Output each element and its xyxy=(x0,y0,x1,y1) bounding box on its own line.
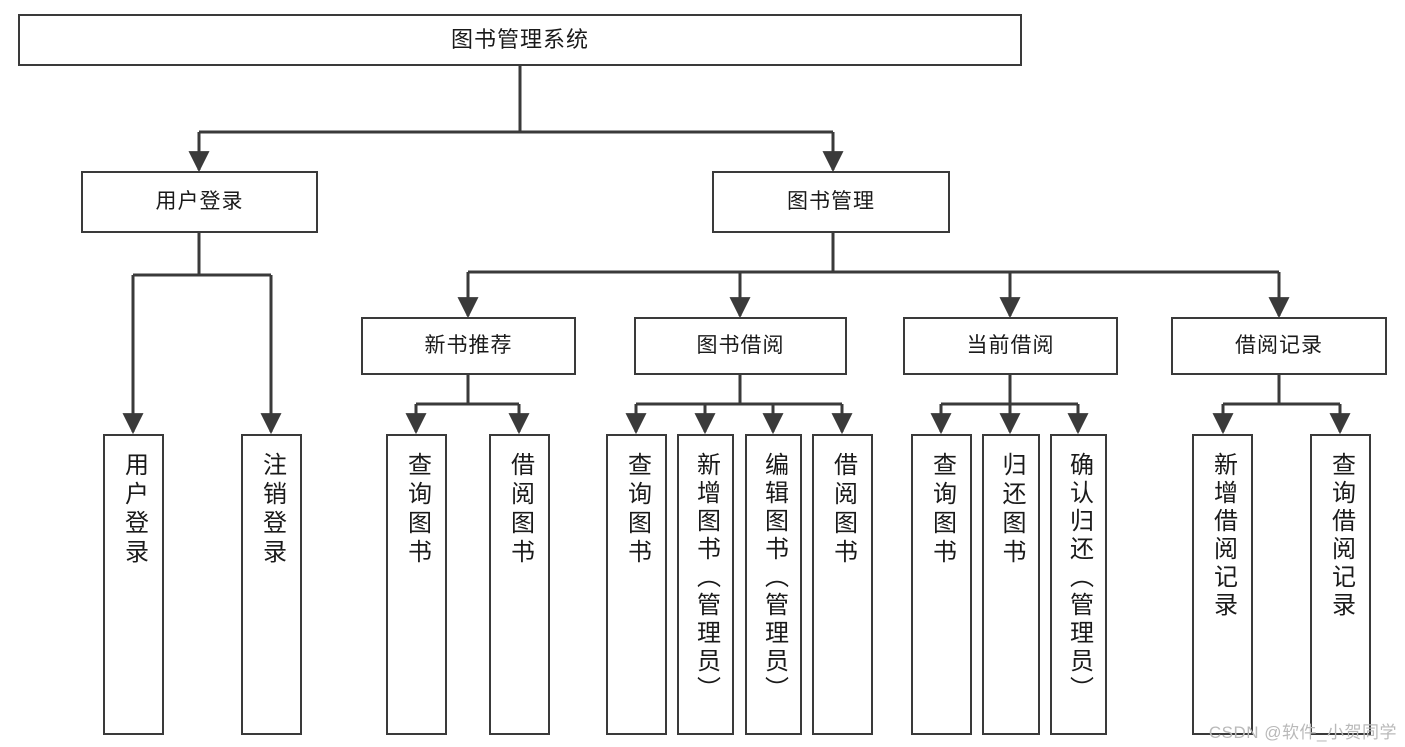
node-leaf-user-login-label: 用户登录 xyxy=(120,452,148,568)
node-book-management-label: 图书管理 xyxy=(787,189,875,213)
node-leaf-borrow-book-newbook[interactable]: 借阅图书 xyxy=(489,434,550,735)
node-leaf-query-book-borrow-label: 查询图书 xyxy=(623,452,651,568)
node-user-login-label: 用户登录 xyxy=(155,189,244,213)
node-leaf-add-borrow-record-label: 新增借阅记录 xyxy=(1209,452,1237,620)
node-leaf-logout[interactable]: 注销登录 xyxy=(241,434,302,735)
csdn-watermark: CSDN @软件_小贺同学 xyxy=(1208,723,1397,742)
node-borrow-record[interactable]: 借阅记录 xyxy=(1171,317,1387,375)
node-leaf-query-book-newbook-label: 查询图书 xyxy=(403,452,431,568)
node-book-borrow[interactable]: 图书借阅 xyxy=(634,317,847,375)
node-leaf-add-book-admin[interactable]: 新增图书（管理员） xyxy=(677,434,734,735)
node-leaf-confirm-return-admin[interactable]: 确认归还（管理员） xyxy=(1050,434,1107,735)
node-current-borrow-label: 当前借阅 xyxy=(966,333,1055,357)
node-leaf-query-book-current[interactable]: 查询图书 xyxy=(911,434,972,735)
node-leaf-return-book-label: 归还图书 xyxy=(998,452,1025,568)
node-leaf-query-book-borrow[interactable]: 查询图书 xyxy=(606,434,667,735)
node-leaf-borrow-book-borrow[interactable]: 借阅图书 xyxy=(812,434,873,735)
node-root[interactable]: 图书管理系统 xyxy=(18,14,1022,66)
node-leaf-query-book-newbook[interactable]: 查询图书 xyxy=(386,434,447,735)
node-leaf-add-book-admin-label: 新增图书（管理员） xyxy=(692,452,720,704)
node-leaf-borrow-book-newbook-label: 借阅图书 xyxy=(506,452,534,568)
node-leaf-logout-label: 注销登录 xyxy=(258,452,286,568)
node-leaf-user-login[interactable]: 用户登录 xyxy=(103,434,164,735)
node-leaf-add-borrow-record[interactable]: 新增借阅记录 xyxy=(1192,434,1253,735)
node-user-login[interactable]: 用户登录 xyxy=(81,171,318,233)
node-leaf-borrow-book-borrow-label: 借阅图书 xyxy=(829,452,857,568)
node-leaf-return-book[interactable]: 归还图书 xyxy=(982,434,1040,735)
node-leaf-query-book-current-label: 查询图书 xyxy=(928,452,956,568)
node-leaf-confirm-return-admin-label: 确认归还（管理员） xyxy=(1065,452,1093,704)
node-leaf-query-borrow-record[interactable]: 查询借阅记录 xyxy=(1310,434,1371,735)
node-root-label: 图书管理系统 xyxy=(450,27,589,53)
node-leaf-query-borrow-record-label: 查询借阅记录 xyxy=(1327,452,1355,620)
node-book-borrow-label: 图书借阅 xyxy=(696,333,785,357)
node-new-book-recommend-label: 新书推荐 xyxy=(424,333,513,357)
node-leaf-edit-book-admin[interactable]: 编辑图书（管理员） xyxy=(745,434,802,735)
node-book-management[interactable]: 图书管理 xyxy=(712,171,950,233)
node-leaf-edit-book-admin-label: 编辑图书（管理员） xyxy=(760,452,788,704)
node-new-book-recommend[interactable]: 新书推荐 xyxy=(361,317,576,375)
node-current-borrow[interactable]: 当前借阅 xyxy=(903,317,1118,375)
node-borrow-record-label: 借阅记录 xyxy=(1235,333,1323,357)
